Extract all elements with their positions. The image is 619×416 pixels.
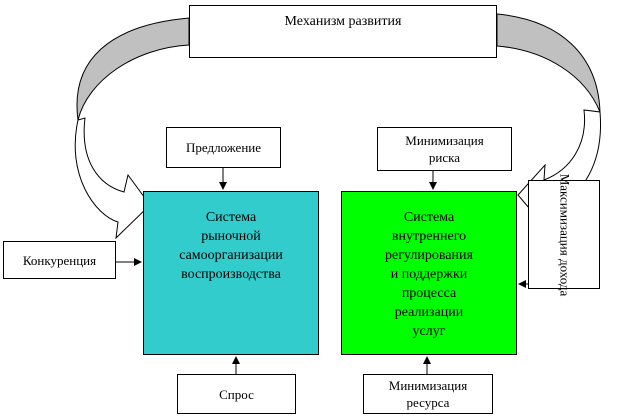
offer-label: Предложение (185, 140, 262, 155)
competition-label: Конкуренция (22, 252, 97, 268)
demand-label: Спрос (219, 386, 254, 402)
internal-regulation-system: Система внутреннего регулирования и подд… (341, 191, 517, 355)
development-mechanism-box: Механизм развития (189, 5, 497, 58)
risk-minimization-label: Минимизация риска (405, 133, 484, 165)
resource-minimization-box: Минимизация ресурса (363, 374, 493, 414)
internal-system-label: Система внутреннего регулирования и подд… (385, 210, 473, 339)
risk-minimization-box: Минимизация риска (377, 127, 512, 171)
market-self-organization-system: Система рыночной самоорганизации воспрои… (143, 191, 319, 355)
resource-minimization-label: Минимизация ресурса (388, 378, 468, 410)
competition-box: Конкуренция (3, 241, 116, 279)
market-system-label: Система рыночной самоорганизации воспрои… (179, 210, 283, 282)
development-mechanism-label: Механизм развития (284, 14, 402, 29)
offer-box: Предложение (166, 127, 281, 168)
demand-box: Спрос (177, 374, 296, 414)
income-maximization-label: Максимизация дохода (557, 173, 572, 296)
income-maximization-box: Максимизация дохода (528, 173, 600, 296)
